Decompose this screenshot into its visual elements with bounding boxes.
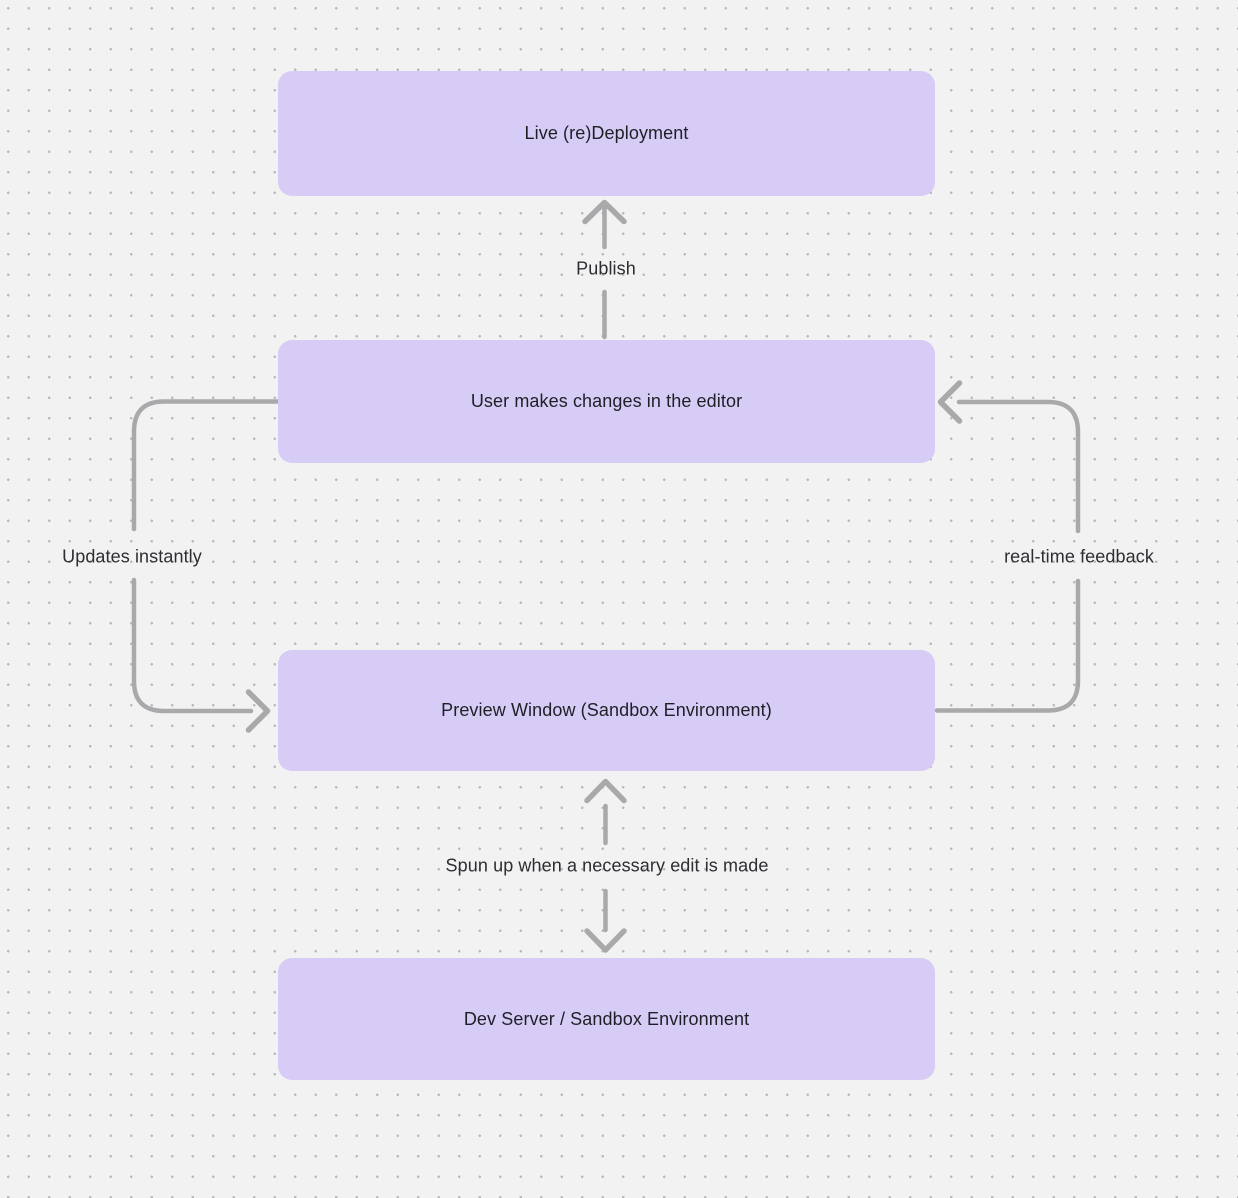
edge-updates-instantly-arrow[interactable] — [131, 399, 281, 733]
edge-realtime-feedback-arrow[interactable] — [934, 380, 1081, 713]
node-dev-server-label: Dev Server / Sandbox Environment — [463, 1008, 750, 1029]
node-preview-window[interactable]: Preview Window (Sandbox Environment) — [278, 650, 935, 771]
edge-spun-up-arrows[interactable] — [584, 778, 627, 953]
edge-label-publish[interactable]: Publish — [576, 258, 636, 279]
node-live-redeployment[interactable]: Live (re)Deployment — [278, 71, 935, 196]
edge-label-realtime-feedback[interactable]: real-time feedback — [1004, 546, 1154, 567]
node-dev-server[interactable]: Dev Server / Sandbox Environment — [278, 958, 935, 1080]
edge-label-spun-up[interactable]: Spun up when a necessary edit is made — [445, 855, 769, 876]
node-live-redeployment-label: Live (re)Deployment — [524, 123, 689, 143]
edge-label-updates-instantly[interactable]: Updates instantly — [62, 546, 202, 567]
node-user-editor[interactable]: User makes changes in the editor — [278, 340, 935, 463]
edge-publish-arrow[interactable] — [582, 199, 627, 340]
node-preview-window-label: Preview Window (Sandbox Environment) — [441, 700, 772, 720]
node-user-editor-label: User makes changes in the editor — [470, 391, 743, 411]
